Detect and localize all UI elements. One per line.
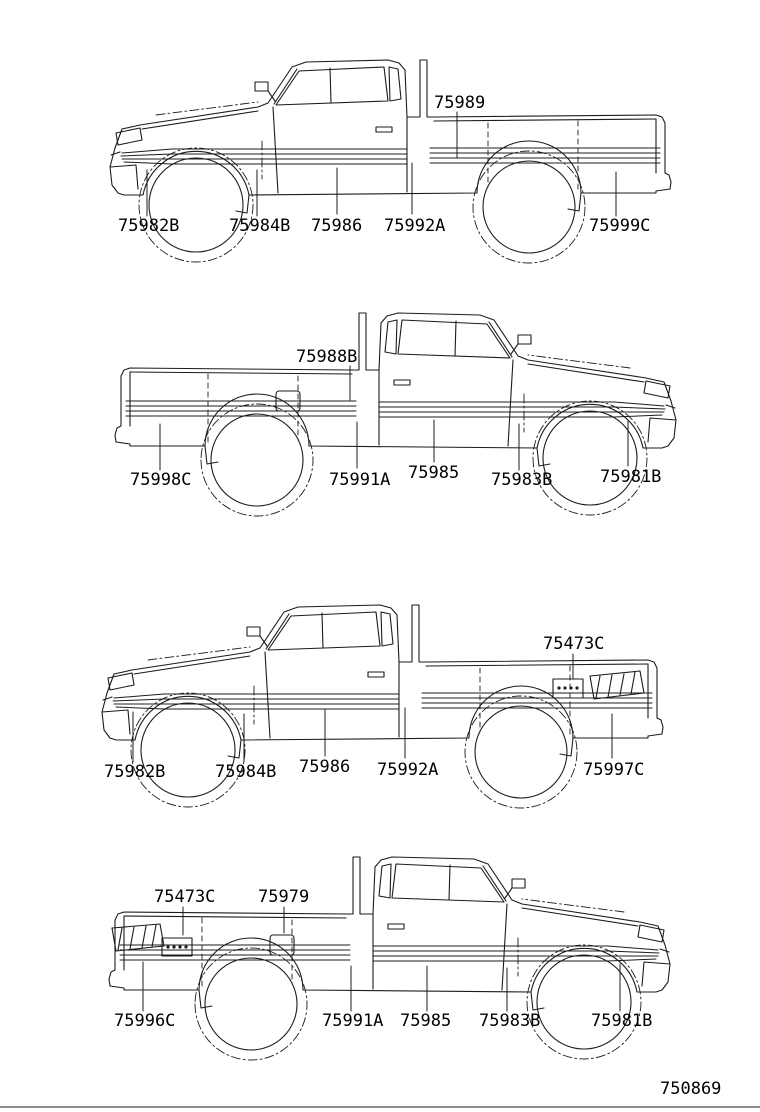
part-label: 75473C xyxy=(154,887,216,907)
truck-drawing-2 xyxy=(114,312,677,517)
part-label: 75984B xyxy=(229,216,291,236)
part-label: 75986 xyxy=(311,216,363,236)
part-label: 75985 xyxy=(408,463,460,483)
extra-parts xyxy=(111,390,645,957)
part-label: 75997C xyxy=(583,760,645,780)
part-label: 75983B xyxy=(479,1011,541,1031)
part-label: 75998C xyxy=(130,470,192,490)
part-label: 75981B xyxy=(591,1011,653,1031)
rear-decal-truck-3 xyxy=(552,670,645,700)
part-label: 75983B xyxy=(491,470,553,490)
part-label: 75988B xyxy=(296,347,358,367)
part-label: 75981B xyxy=(600,467,662,487)
part-label: 75986 xyxy=(299,757,351,777)
part-label: 75473C xyxy=(543,634,605,654)
part-label: 75991A xyxy=(322,1011,384,1031)
part-label: 75999C xyxy=(589,216,651,236)
part-label: 75992A xyxy=(377,760,439,780)
part-label: 75982B xyxy=(118,216,180,236)
figure-code: 750869 xyxy=(660,1079,722,1099)
part-label: 75992A xyxy=(384,216,446,236)
part-label: 75989 xyxy=(434,93,486,113)
part-label: 75979 xyxy=(258,887,310,907)
part-label: 75996C xyxy=(114,1011,176,1031)
part-label: 75991A xyxy=(329,470,391,490)
rear-decal-truck-4 xyxy=(111,923,193,957)
leader-lines xyxy=(132,111,629,1012)
fuel-door xyxy=(269,390,301,956)
part-label: 75984B xyxy=(215,762,277,782)
part-label: 75982B xyxy=(104,762,166,782)
part-label: 75985 xyxy=(400,1011,452,1031)
